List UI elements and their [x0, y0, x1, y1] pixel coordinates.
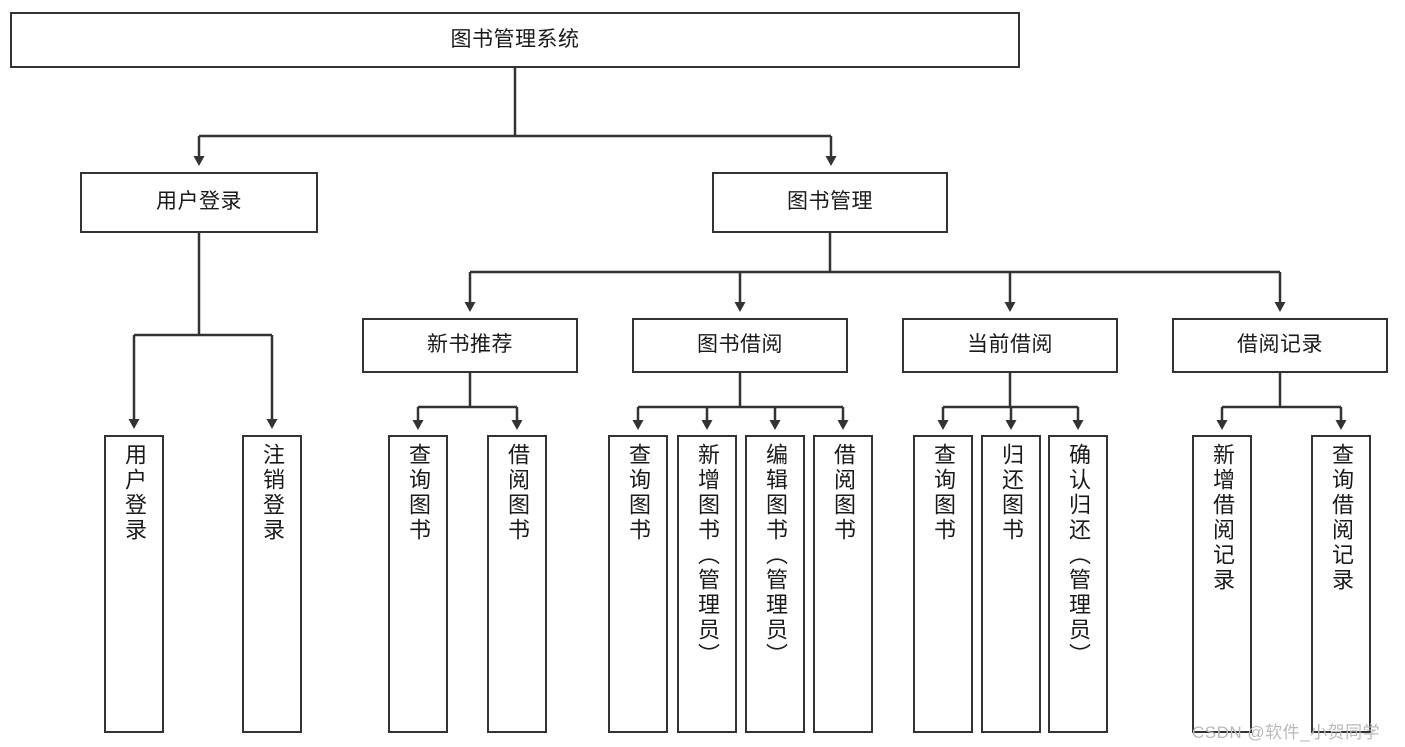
node-level3-1[interactable]: 图书借阅 [632, 318, 848, 373]
node-level3-3-label: 借阅记录 [1237, 333, 1323, 357]
node-leaves-2-label: 查询图书 [406, 443, 431, 543]
node-level3-1-label: 图书借阅 [697, 333, 783, 357]
node-leaves-6-label: 编辑图书（管理员） [763, 443, 788, 668]
wire-group-new-books [412, 373, 523, 430]
wire-group-records [1216, 373, 1347, 430]
node-leaves-5-label: 新增图书（管理员） [695, 443, 720, 668]
wire-group-current-borrow [937, 373, 1084, 430]
node-level3-3[interactable]: 借阅记录 [1172, 318, 1388, 373]
node-level3-2[interactable]: 当前借阅 [902, 318, 1118, 373]
node-leaves-3[interactable]: 借阅图书 [487, 435, 547, 733]
wire-group-root [193, 68, 837, 166]
node-leaves-8-label: 查询图书 [931, 443, 956, 543]
node-leaves-5[interactable]: 新增图书（管理员） [677, 435, 737, 733]
node-leaves-3-label: 借阅图书 [505, 443, 530, 543]
wire-group-user-login [128, 233, 278, 429]
node-level3-0-label: 新书推荐 [427, 333, 513, 357]
node-level3-0[interactable]: 新书推荐 [362, 318, 578, 373]
wire-group-borrow [632, 373, 849, 430]
node-leaves-1[interactable]: 注销登录 [242, 435, 302, 733]
node-leaves-9-label: 归还图书 [999, 443, 1024, 543]
node-leaves-7[interactable]: 借阅图书 [813, 435, 873, 733]
node-leaves-4[interactable]: 查询图书 [608, 435, 668, 733]
node-level3-2-label: 当前借阅 [967, 333, 1053, 357]
node-leaves-10[interactable]: 确认归还（管理员） [1048, 435, 1108, 733]
node-leaves-12-label: 查询借阅记录 [1329, 443, 1354, 593]
node-root-label: 图书管理系统 [450, 27, 580, 51]
node-level2-0[interactable]: 用户登录 [80, 172, 318, 233]
node-leaves-2[interactable]: 查询图书 [388, 435, 448, 733]
watermark-csdn: CSDN @软件_小贺同学 [1192, 723, 1381, 742]
node-level2-1-label: 图书管理 [787, 190, 873, 214]
node-leaves-8[interactable]: 查询图书 [913, 435, 973, 733]
node-leaves-12[interactable]: 查询借阅记录 [1311, 435, 1371, 733]
node-leaves-0-label: 用户登录 [122, 443, 147, 543]
node-leaves-10-label: 确认归还（管理员） [1066, 443, 1091, 668]
node-level2-0-label: 用户登录 [156, 190, 242, 214]
node-leaves-0[interactable]: 用户登录 [104, 435, 164, 733]
wire-group-book-manage [464, 233, 1286, 312]
node-root[interactable]: 图书管理系统 [10, 12, 1020, 68]
node-leaves-7-label: 借阅图书 [831, 443, 856, 543]
node-leaves-6[interactable]: 编辑图书（管理员） [745, 435, 805, 733]
node-leaves-4-label: 查询图书 [626, 443, 651, 543]
node-leaves-11[interactable]: 新增借阅记录 [1192, 435, 1252, 733]
node-leaves-1-label: 注销登录 [260, 443, 285, 543]
node-leaves-9[interactable]: 归还图书 [981, 435, 1041, 733]
node-leaves-11-label: 新增借阅记录 [1210, 443, 1235, 593]
node-level2-1[interactable]: 图书管理 [712, 172, 948, 233]
